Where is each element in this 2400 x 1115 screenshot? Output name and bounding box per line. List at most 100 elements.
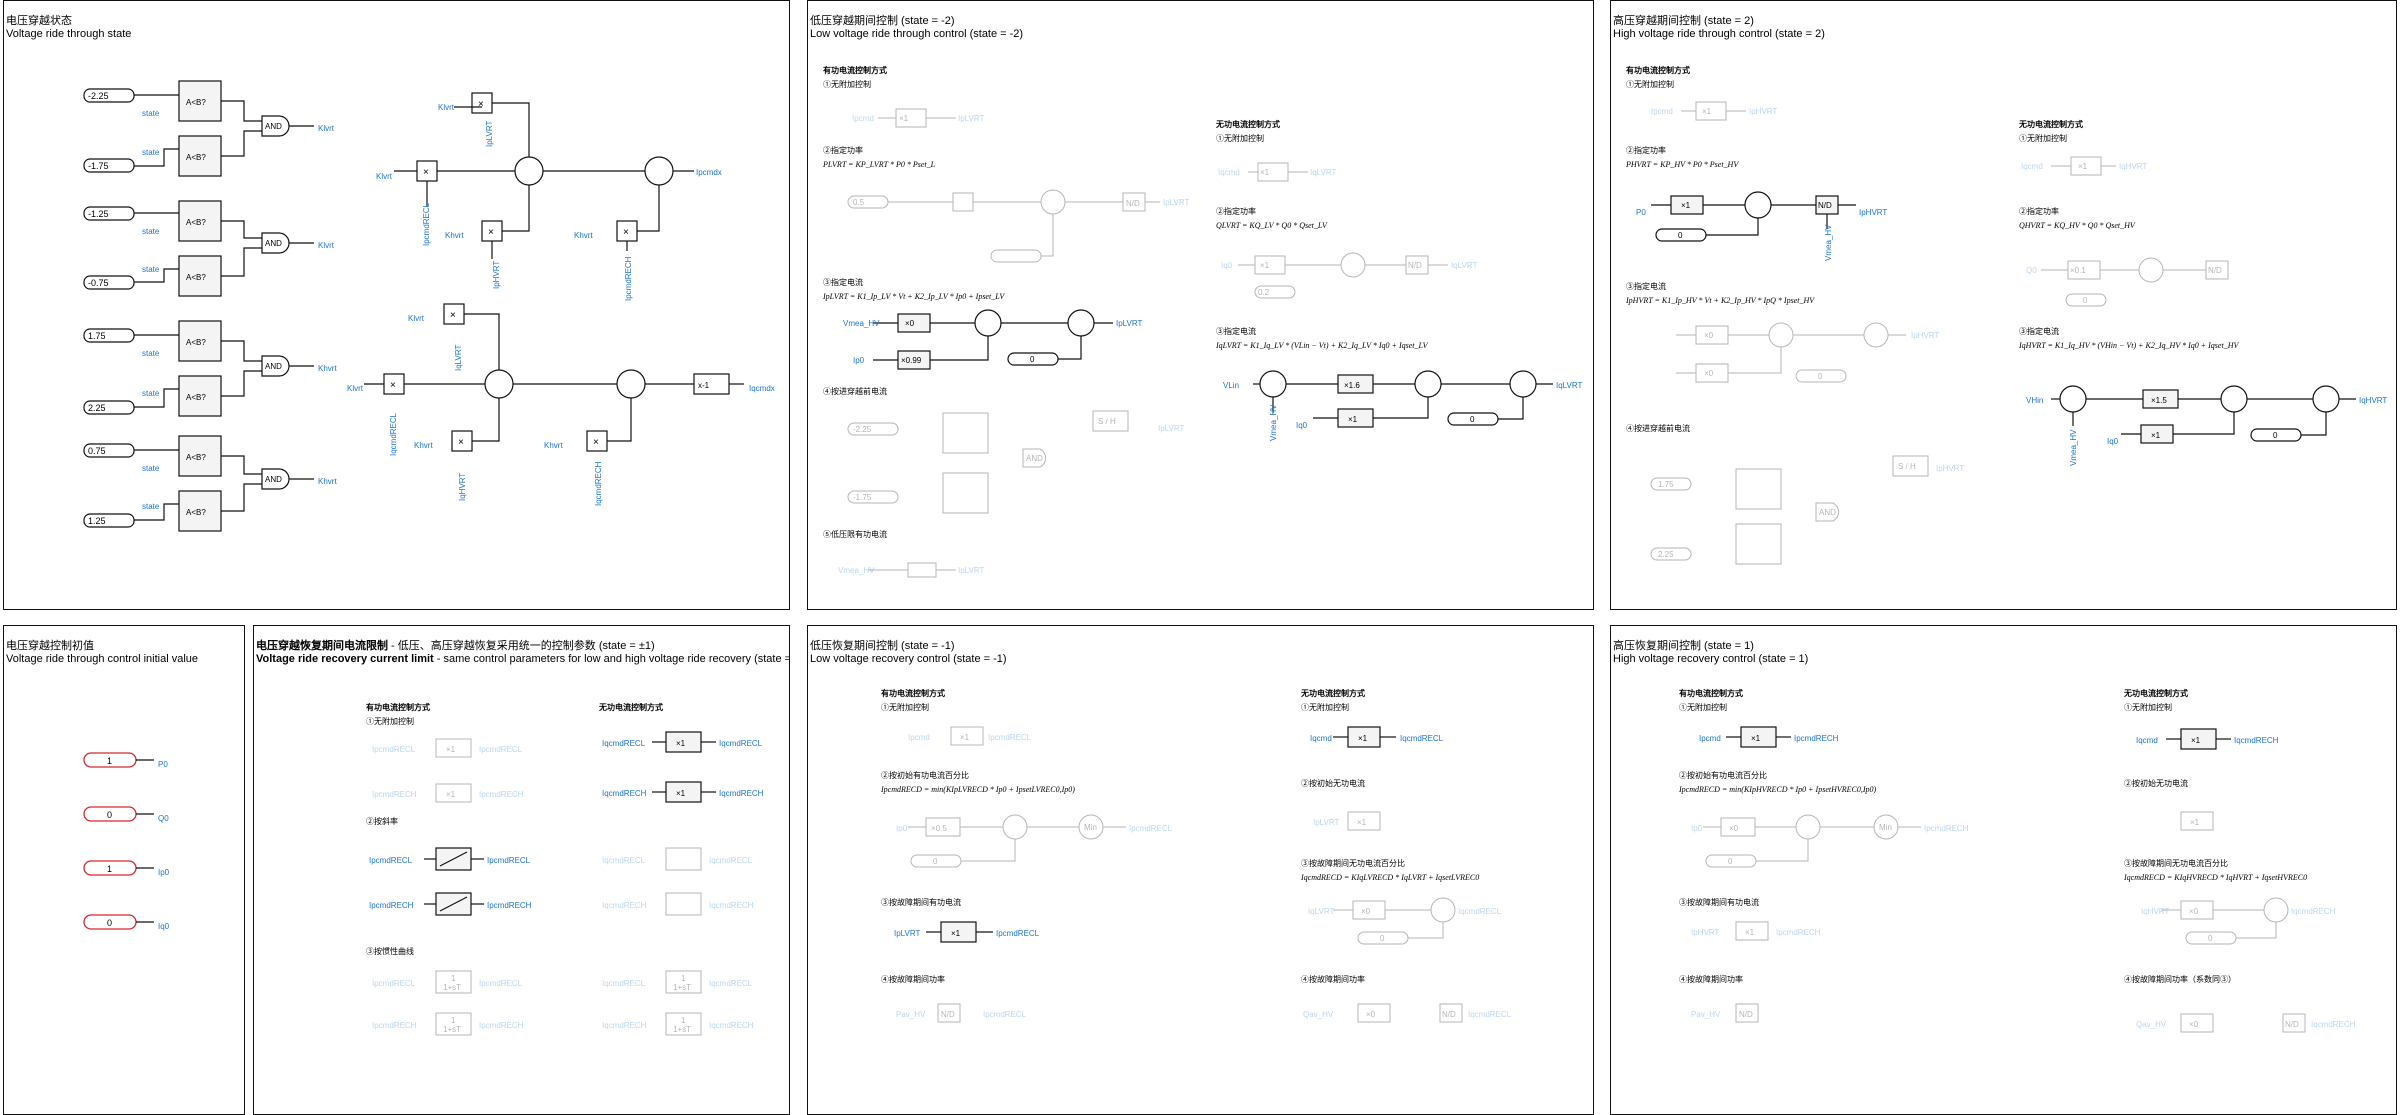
lvrt-r2-gain: ×1 bbox=[1260, 261, 1270, 270]
lbl-ipcmdrech: IpcmdRECH bbox=[624, 256, 633, 301]
panel-title: 高压恢复期间控制 (state = 1) bbox=[1613, 640, 1754, 652]
rl-m1-g2: ×1 bbox=[446, 790, 456, 799]
lbl-klvrt-d: Klvrt bbox=[347, 384, 364, 393]
init-diagram: 1 0 1 0 P0 Q0 Ip0 Iq0 bbox=[83, 752, 170, 931]
lvr-ip0: Ip0 bbox=[896, 824, 908, 833]
hvr-a4: ④按故障期间功率 bbox=[1679, 974, 1743, 984]
lvr-r4-g0: ×0 bbox=[1366, 1010, 1376, 1019]
init-lbl-iq0: Iq0 bbox=[158, 922, 170, 931]
rl-iqcmdrech-out3: IqcmdRECH bbox=[709, 1021, 754, 1030]
and-out-3: Khvrt bbox=[318, 364, 337, 373]
rl-reactive-title: 无功电流控制方式 bbox=[598, 702, 663, 712]
lvr-r3-g0: ×0 bbox=[1361, 907, 1371, 916]
lvrt-ipcmd: Ipcmd bbox=[852, 114, 874, 123]
panel-title: 低压穿越期间控制 (state = -2) bbox=[810, 15, 955, 27]
lvrt-r2: ②指定功率 bbox=[1216, 206, 1256, 216]
hvr-qav: Qav_HV bbox=[2136, 1020, 2167, 1029]
panel-lv-recovery: 低压恢复期间控制 (state = -1) Low voltage recove… bbox=[807, 625, 1594, 1115]
hvr-r1-iqcmd: Iqcmd bbox=[2136, 736, 2158, 745]
rl-tf3-den: 1+sT bbox=[673, 983, 691, 992]
lvr-r1-g1: ×1 bbox=[1358, 734, 1368, 743]
lvrt-a3: ③指定电流 bbox=[823, 277, 863, 287]
lvrt-a4-c2: -1.75 bbox=[853, 493, 872, 502]
cmp-label-7: A<B? bbox=[186, 453, 206, 462]
hvr-r1: ①无附加控制 bbox=[2124, 702, 2172, 712]
hvr-r1-g1: ×1 bbox=[2191, 736, 2201, 745]
lvrt-a1: ①无附加控制 bbox=[823, 79, 871, 89]
hvr-a2-c0: 0 bbox=[1728, 857, 1733, 866]
rl-m2: ②按斜率 bbox=[366, 816, 398, 826]
hvr-a2-min: Min bbox=[1879, 823, 1892, 832]
rl-iqcmdrech-in3: IqcmdRECH bbox=[602, 1021, 647, 1030]
hvr-a2-eq: IpcmdRECD = min(KIpHVRECD * Ip0 + IpsetH… bbox=[1678, 785, 1877, 794]
hvr-ipcmdrech-3: IpcmdRECH bbox=[1776, 928, 1821, 937]
hvrt-r3-iq0: Iq0 bbox=[2107, 437, 2119, 446]
init-val-iq0: 0 bbox=[107, 918, 112, 928]
lvrt-r3-eq: IqLVRT = K1_Iq_LV * (VLin − Vt) + K2_Iq_… bbox=[1215, 341, 1429, 350]
rl-ipcmdrecl-out3: IpcmdRECL bbox=[479, 979, 523, 988]
panel-subtitle: Low voltage ride through control (state … bbox=[810, 28, 1024, 40]
hvrt-r1-gain: ×1 bbox=[2078, 162, 2088, 171]
panel-lvrt-control: 低压穿越期间控制 (state = -2) Low voltage ride t… bbox=[807, 0, 1594, 610]
mult-3: × bbox=[488, 227, 494, 238]
lvrt-a4-sh: S / H bbox=[1098, 417, 1116, 426]
hvrt-iqcmd: Iqcmd bbox=[2021, 162, 2043, 171]
hvrt-a1: ①无附加控制 bbox=[1626, 79, 1674, 89]
rl-m1: ①无附加控制 bbox=[366, 716, 414, 726]
lvr-r1-iqcmdrecl: IqcmdRECL bbox=[1400, 734, 1444, 743]
hvrt-r3-eq: IqHVRT = K1_Iq_HV * (VHin − Vt) + K2_Iq_… bbox=[2018, 341, 2239, 350]
rl-iqcmdrech-in2: IqcmdRECH bbox=[602, 901, 647, 910]
hv-recovery-diagram: 有功电流控制方式 ①无附加控制 ②按初始有功电流百分比 IpcmdRECD = … bbox=[1678, 688, 2356, 1033]
lvrt-iqlvrt-1: IqLVRT bbox=[1310, 168, 1336, 177]
rl-m2-ipcmdrech-out: IpcmdRECH bbox=[487, 901, 532, 910]
lvr-r3-c0: 0 bbox=[1380, 934, 1385, 943]
lvr-ipcmdrecl-4: IpcmdRECL bbox=[983, 1010, 1027, 1019]
and-label-3: AND bbox=[265, 362, 282, 371]
hvrt-a2-vmea: Vmea_HV bbox=[1824, 224, 1833, 261]
init-lbl-ip0: Ip0 bbox=[158, 868, 170, 877]
lvr-reactive-title: 无功电流控制方式 bbox=[1300, 688, 1365, 698]
rl-tf1-den: 1+sT bbox=[443, 983, 461, 992]
lvrt-r3-vmea: Vmea_HV bbox=[1269, 404, 1278, 441]
panel-subtitle: Voltage ride recovery current limit - sa… bbox=[256, 653, 790, 665]
rl-ipcmdrecl-out: IpcmdRECL bbox=[479, 745, 523, 754]
rl-ipcmdrech-in3: IpcmdRECH bbox=[372, 1021, 417, 1030]
state-diagram: -2.25 -1.75 -1.25 -0.75 1.75 2.25 0.75 1… bbox=[83, 80, 775, 532]
const-1: -2.25 bbox=[88, 91, 109, 101]
const-4: -0.75 bbox=[88, 278, 109, 288]
panel-hvrt-control: 高压穿越期间控制 (state = 2) High voltage ride t… bbox=[1610, 0, 2397, 610]
lvr-a2: ②按初始有功电流百分比 bbox=[881, 770, 969, 780]
panel-subtitle: Voltage ride through control initial val… bbox=[6, 653, 199, 665]
lbl-iqcmdx: Iqcmdx bbox=[749, 384, 775, 393]
lvr-a2-min: Min bbox=[1084, 823, 1097, 832]
hvr-r2: ②按初始无功电流 bbox=[2124, 778, 2188, 788]
hvrt-a4-c1: 1.75 bbox=[1658, 480, 1674, 489]
hvrt-a2: ②指定功率 bbox=[1626, 145, 1666, 155]
hvr-r4: ④按故障期间功率（系数同③） bbox=[2124, 974, 2236, 984]
lvrt-r3-c0: 0 bbox=[1470, 415, 1475, 424]
hvrt-r3-c0: 0 bbox=[2273, 431, 2278, 440]
hvrt-iqhvrt-1: IqHVRT bbox=[2119, 162, 2147, 171]
rl-iqcmdrech-out2: IqcmdRECH bbox=[709, 901, 754, 910]
lbl-iqcmdrech: IqcmdRECH bbox=[594, 461, 603, 506]
lvrt-iq0-2: Iq0 bbox=[1221, 261, 1233, 270]
hvrt-a2-nd: N/D bbox=[1818, 201, 1832, 210]
lbl-khvrt-a: Khvrt bbox=[445, 231, 464, 240]
lbl-klvrt-a: Klvrt bbox=[376, 172, 393, 181]
hvrt-r3-vhin: VHin bbox=[2026, 396, 2043, 405]
hvrt-iphvrt-1: IpHVRT bbox=[1749, 107, 1777, 116]
cmp-label-8: A<B? bbox=[186, 508, 206, 517]
rl-ipcmdrech-out3: IpcmdRECH bbox=[479, 1021, 524, 1030]
lvrt-a5: ⑤低压限有功电流 bbox=[823, 529, 887, 539]
hvrt-a2-iphvrt: IpHVRT bbox=[1859, 208, 1887, 217]
hvr-a3-g1: ×1 bbox=[1745, 928, 1755, 937]
hvrt-r1: ①无附加控制 bbox=[2019, 133, 2067, 143]
state-label-8: state bbox=[142, 502, 160, 511]
lvr-iqlvrt: IqLVRT bbox=[1308, 907, 1334, 916]
lvrt-reactive-title: 无功电流控制方式 bbox=[1215, 119, 1280, 129]
rl-m2-ipcmdrecl-out: IpcmdRECL bbox=[487, 856, 531, 865]
lvrt-a2: ②指定功率 bbox=[823, 145, 863, 155]
init-lbl-q0: Q0 bbox=[158, 814, 169, 823]
hvr-a2-g0: ×0 bbox=[1729, 824, 1739, 833]
rl-tf1-num: 1 bbox=[451, 974, 456, 983]
